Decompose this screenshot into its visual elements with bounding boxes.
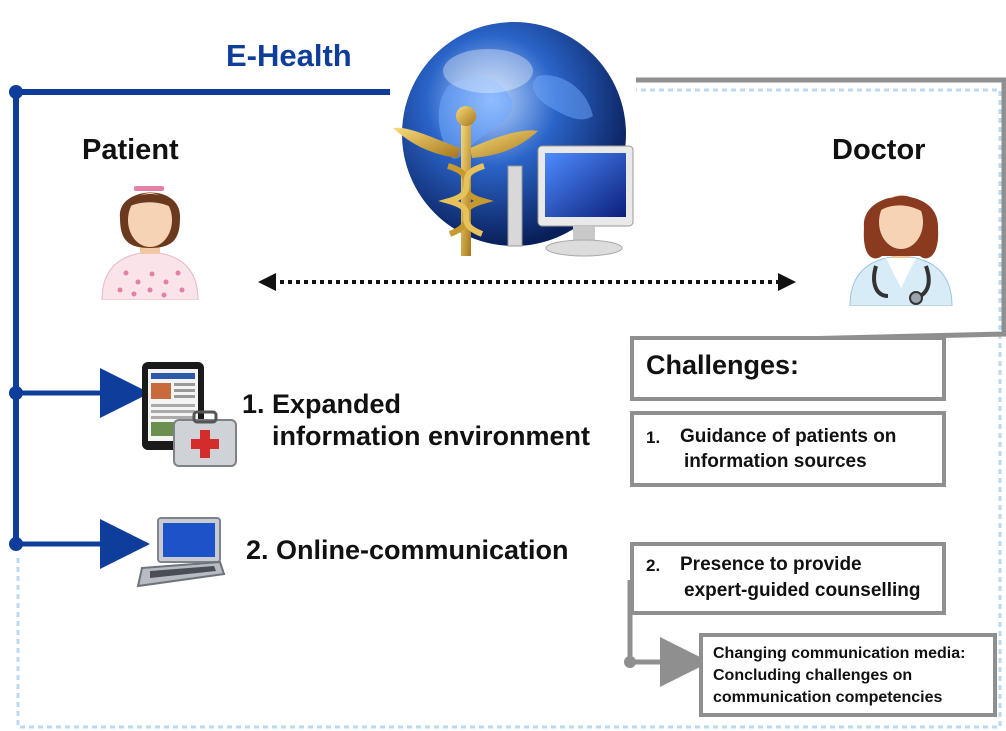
item2-label: 2. Online-communication bbox=[246, 535, 569, 565]
conclusion-line1: Changing communication media: bbox=[713, 645, 966, 662]
globe-caduceus-computer-icon bbox=[393, 22, 634, 257]
conclusion-line3: communication competencies bbox=[713, 689, 943, 706]
challenges-heading: Challenges: bbox=[646, 350, 800, 380]
item1-line2: information environment bbox=[272, 421, 591, 451]
patient-label: Patient bbox=[82, 134, 179, 166]
challenge-1-number: 1. bbox=[646, 428, 661, 447]
conclusion-line2: Concluding challenges on bbox=[713, 667, 913, 684]
tablet-medkit-icon bbox=[142, 362, 237, 467]
doctor-label: Doctor bbox=[832, 134, 926, 166]
dotted-frame bbox=[16, 88, 1002, 729]
laptop-icon bbox=[136, 517, 226, 588]
challenge-1-line1: Guidance of patients on bbox=[680, 426, 897, 447]
challenge-2-line2: expert-guided counselling bbox=[684, 580, 921, 601]
challenge-2-line1: Presence to provide bbox=[680, 554, 862, 575]
communication-double-arrow bbox=[258, 273, 796, 291]
challenge-1-box: 1. Guidance of patients on information s… bbox=[630, 411, 946, 487]
conclusion-box: Changing communication media: Concluding… bbox=[699, 633, 997, 717]
challenge-2-number: 2. bbox=[646, 556, 661, 575]
e-health-bracket bbox=[9, 85, 390, 569]
diagram-title: E-Health bbox=[226, 38, 352, 73]
patient-avatar-icon bbox=[101, 186, 199, 300]
item1-line1: 1. Expanded bbox=[242, 389, 402, 419]
challenges-heading-box: Challenges: bbox=[630, 336, 946, 401]
challenge-2-box: 2. Presence to provide expert-guided cou… bbox=[630, 542, 946, 615]
challenge-1-line2: information sources bbox=[684, 451, 867, 472]
doctor-avatar-icon bbox=[849, 195, 953, 306]
